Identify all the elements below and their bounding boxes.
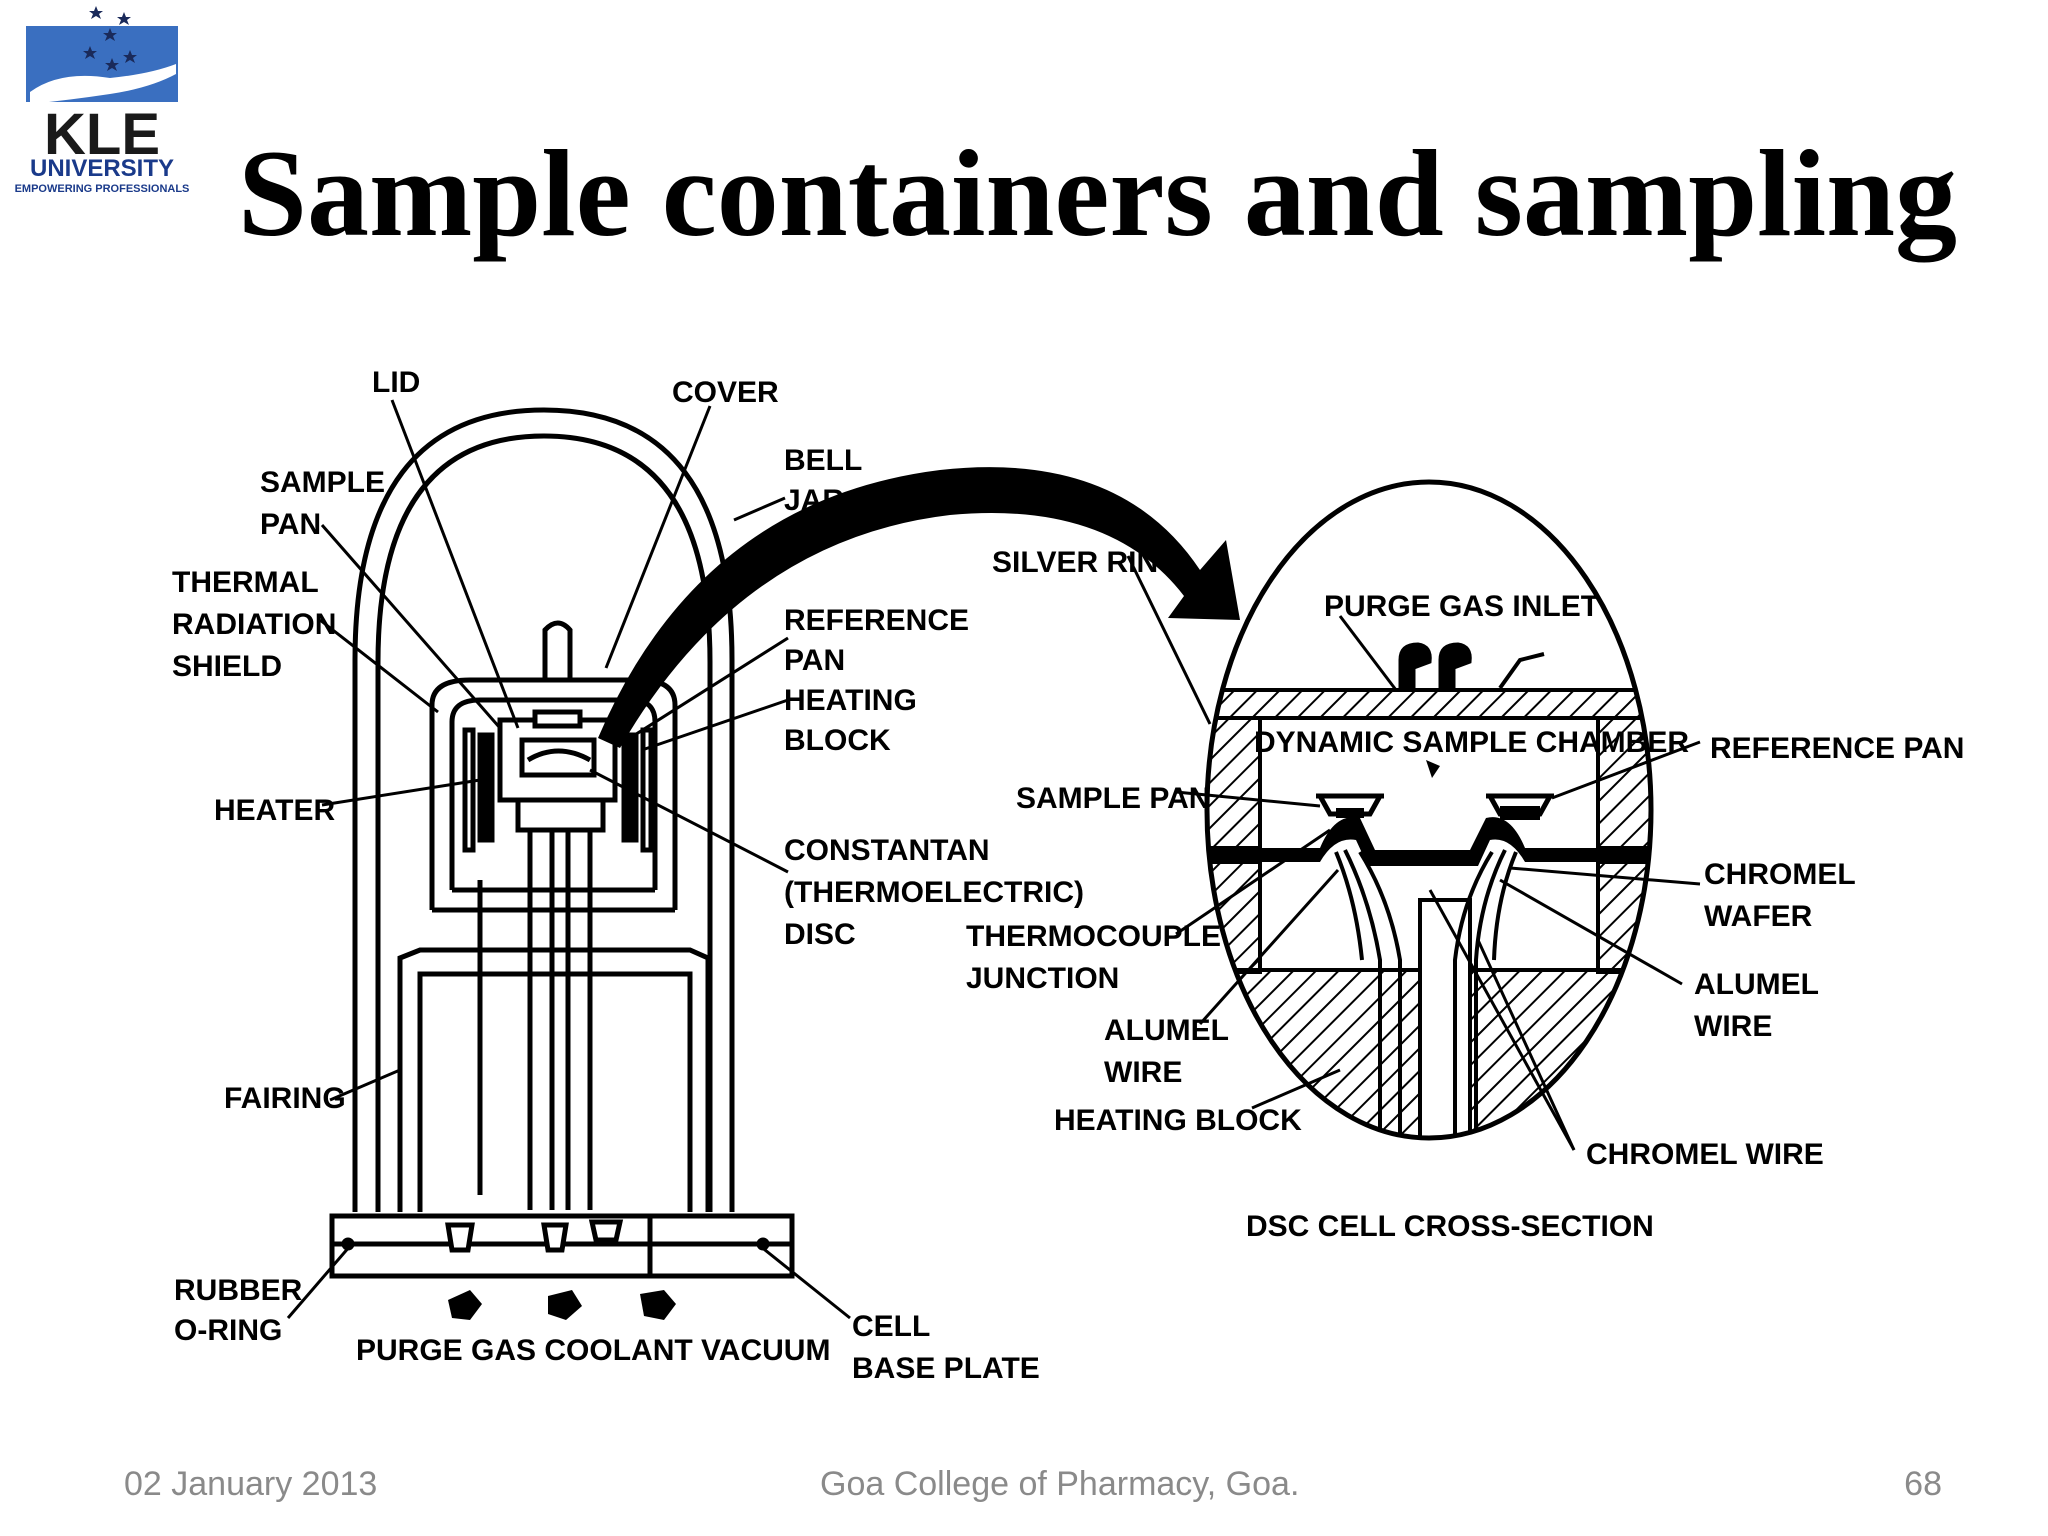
label-chromel-wafer-line1: CHROMEL [1704, 858, 1856, 891]
silver-ring [1204, 479, 1654, 1141]
heater [477, 732, 495, 843]
label-heating-block-line2: BLOCK [784, 724, 891, 757]
label-chromel-wafer-line2: WAFER [1704, 900, 1813, 933]
slide-title: Sample containers and sampling [238, 125, 1958, 262]
right-leader-lines [1126, 555, 1701, 1151]
flow-markers [448, 1290, 676, 1320]
cover [542, 620, 573, 680]
label-thermocouple-line2: JUNCTION [966, 962, 1119, 995]
label-cover: COVER [672, 376, 779, 409]
label-purge-gas-inlet: PURGE GAS INLET [1324, 590, 1599, 623]
logo-tagline: EMPOWERING PROFESSIONALS [15, 183, 190, 195]
magnify-arrow [598, 467, 1240, 748]
label-shield-line3: SHIELD [172, 650, 282, 683]
label-cell-base-plate-line2: BASE PLATE [852, 1352, 1040, 1385]
thermal-radiation-shield [429, 677, 678, 910]
label-sample-pan-line2: PAN [260, 508, 321, 541]
dsc-cross-section [1204, 479, 1654, 1141]
label-constantan-line3: DISC [784, 918, 856, 951]
label-shield-line1: THERMAL [172, 566, 319, 599]
label-cell-base-plate-line1: CELL [852, 1310, 930, 1343]
bell-jar [352, 407, 735, 1212]
label-heater: HEATER [214, 794, 335, 827]
label-reference-pan-line2: PAN [784, 644, 845, 677]
label-reference-pan-line1: REFERENCE [784, 604, 969, 637]
label-heating-block-line1: HEATING [784, 684, 917, 717]
lid [532, 709, 583, 729]
label-shield-line2: RADIATION [172, 608, 336, 641]
label-heating-block: HEATING BLOCK [1054, 1104, 1302, 1137]
label-bell-jar-line1: BELL [784, 444, 862, 477]
label-cross-section-caption: DSC CELL CROSS-SECTION [1246, 1210, 1654, 1243]
label-rubber-o-ring-line2: O-RING [174, 1314, 282, 1347]
chromel-wafer [1207, 817, 1651, 866]
label-alumel-wire-left-line1: ALUMEL [1104, 1014, 1229, 1047]
right-labels: SILVER RING PURGE GAS INLET DYNAMIC SAMP… [966, 546, 1964, 1243]
left-leader-lines [286, 399, 851, 1320]
label-lid: LID [372, 366, 420, 399]
label-silver-ring: SILVER RING [992, 546, 1181, 579]
logo-university-text: UNIVERSITY [30, 155, 174, 182]
label-purge-coolant-vacuum: PURGE GAS COOLANT VACUUM [356, 1334, 830, 1367]
label-chromel-wire: CHROMEL WIRE [1586, 1138, 1824, 1171]
footer-page-number: 68 [1904, 1465, 1942, 1503]
label-dynamic-sample-chamber: DYNAMIC SAMPLE CHAMBER [1254, 726, 1689, 759]
left-labels: LID COVER SAMPLE PAN BELL JAR THERMAL RA… [172, 366, 1084, 1385]
label-alumel-wire-right-line1: ALUMEL [1694, 968, 1819, 1001]
dsc-cell-assembly [329, 407, 795, 1279]
label-rubber-o-ring-line1: RUBBER [174, 1274, 303, 1307]
label-constantan-line1: CONSTANTAN [784, 834, 990, 867]
label-sample-pan-line1: SAMPLE [260, 466, 385, 499]
label-thermocouple-line1: THERMOCOUPLE [966, 920, 1221, 953]
fairing [397, 947, 711, 1212]
footer-date: 02 January 2013 [124, 1465, 378, 1503]
heating-block [497, 717, 618, 803]
label-alumel-wire-left-line2: WIRE [1104, 1056, 1182, 1089]
label-reference-pan: REFERENCE PAN [1710, 732, 1964, 765]
purge-gas-port [445, 1222, 475, 1253]
logo-kle-text: KLE [44, 102, 160, 167]
label-sample-pan: SAMPLE PAN [1016, 782, 1210, 815]
coolant-port [541, 1222, 569, 1253]
vacuum-port [588, 1219, 624, 1243]
footer-institution: Goa College of Pharmacy, Goa. [820, 1465, 1300, 1503]
logo-hand-icon [30, 64, 176, 104]
logo-stars-icon [83, 6, 137, 71]
label-alumel-wire-right-line2: WIRE [1694, 1010, 1772, 1043]
kle-university-logo: KLE UNIVERSITY EMPOWERING PROFESSIONALS [15, 6, 190, 195]
purge-gas-inlet-fitting [1398, 642, 1545, 692]
label-fairing: FAIRING [224, 1082, 346, 1115]
label-constantan-line2: (THERMOELECTRIC) [784, 876, 1084, 909]
